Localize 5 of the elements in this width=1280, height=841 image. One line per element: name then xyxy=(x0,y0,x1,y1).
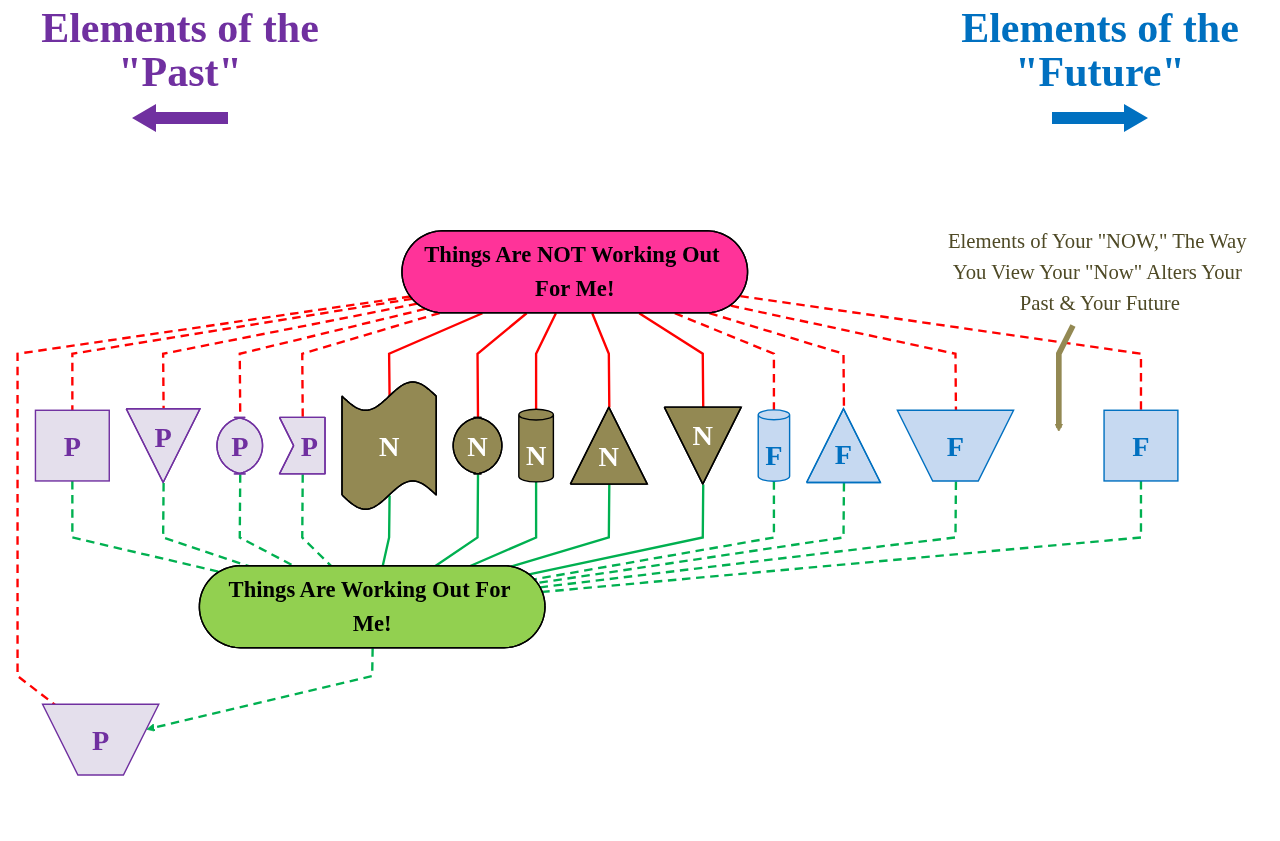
node-box: P xyxy=(34,409,110,482)
node-text: Elements of Your "NOW," The Way You View Your "Now" Alters Your Past & Your Future xyxy=(947,228,1247,315)
heading-text: Elements of the "Future" xyxy=(960,6,1240,95)
heading-text: Elements of the "Past" xyxy=(40,6,320,95)
node-box: F xyxy=(1103,409,1179,482)
